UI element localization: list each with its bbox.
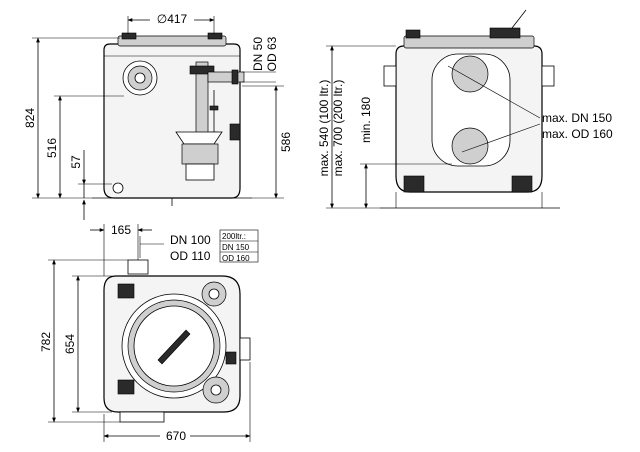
front-float-1 xyxy=(209,105,219,111)
side-leader-bottom xyxy=(461,123,541,153)
dim-782-label: 782 xyxy=(39,332,53,352)
side-inlet-bottom xyxy=(451,127,489,165)
outlet-dn-label: DN 50 xyxy=(251,37,265,71)
top-fitting-tl xyxy=(117,283,135,299)
front-inlet-hub xyxy=(134,72,146,84)
side-leader-top xyxy=(447,65,541,119)
front-pump-cover xyxy=(175,131,223,145)
top-view: 165 DN 100 OD 110 200ltr.: DN 150 OD 160… xyxy=(39,223,259,443)
dim-57-label: 57 xyxy=(69,155,83,169)
side-inner-panel xyxy=(431,53,511,167)
side-lid xyxy=(403,35,535,49)
top-vent-pipe xyxy=(127,259,149,275)
top-fitting-tr-core xyxy=(208,288,220,300)
front-drain-plug xyxy=(112,182,124,194)
front-outlet-flange xyxy=(231,69,239,85)
vent-dn-label: DN 100 xyxy=(170,233,211,247)
front-pump-head xyxy=(189,65,215,75)
side-lid-clip-left xyxy=(405,29,421,39)
dim-670-bg xyxy=(160,428,190,442)
outlet-od-label: OD 63 xyxy=(265,36,279,71)
side-inlet-top xyxy=(451,55,489,93)
side-dn-label: max. DN 150 xyxy=(542,111,612,125)
dim-165-label: 165 xyxy=(111,223,131,237)
top-outlet-bottom xyxy=(119,411,165,423)
front-lid-clip-right xyxy=(207,32,223,40)
front-lid xyxy=(117,35,227,47)
dim-586-label: 586 xyxy=(279,132,293,152)
spec-box-od: OD 160 xyxy=(222,254,250,263)
front-pump-motor xyxy=(181,143,219,165)
front-view: ∅417 824 516 57 586 DN 50 OD 63 xyxy=(23,12,293,220)
front-pump-base xyxy=(185,163,215,181)
top-lid-handle xyxy=(157,329,191,365)
top-side-flange xyxy=(239,337,251,361)
side-view: max. DN 150 max. OD 160 max. 540 (100 lt… xyxy=(317,9,613,209)
dim-670-label: 670 xyxy=(166,429,186,443)
front-tank-body xyxy=(103,43,241,199)
top-side-port xyxy=(225,351,237,365)
spec-box-title: 200ltr.: xyxy=(222,232,246,241)
dim-540-label: max. 540 (100 ltr.) xyxy=(317,80,331,177)
front-side-valve xyxy=(229,123,241,141)
dim-700-label: max. 700 (200 ltr.) xyxy=(331,80,345,177)
top-fitting-br-core xyxy=(210,384,222,396)
side-foot-left xyxy=(403,175,425,193)
dim-diameter-bg xyxy=(150,12,194,26)
side-od-label: max. OD 160 xyxy=(542,127,613,141)
spec-box xyxy=(219,229,259,263)
dim-516-label: 516 xyxy=(45,138,59,158)
vent-od-label: OD 110 xyxy=(170,249,211,263)
dim-824-label: 824 xyxy=(23,108,37,128)
spec-box-dn: DN 150 xyxy=(222,243,250,252)
dim-654-label: 654 xyxy=(63,334,77,354)
top-fitting-bl xyxy=(117,379,135,395)
dim-diameter-label: ∅417 xyxy=(157,12,188,26)
side-foot-right xyxy=(511,175,533,193)
dim-180-label: min. 180 xyxy=(359,97,373,143)
side-pump-head xyxy=(489,27,521,39)
side-cable xyxy=(511,9,527,29)
side-flange-left xyxy=(383,65,397,87)
front-outlet-pipe xyxy=(207,71,245,83)
side-flange-right xyxy=(541,65,555,87)
front-lid-clip-left xyxy=(121,32,137,40)
